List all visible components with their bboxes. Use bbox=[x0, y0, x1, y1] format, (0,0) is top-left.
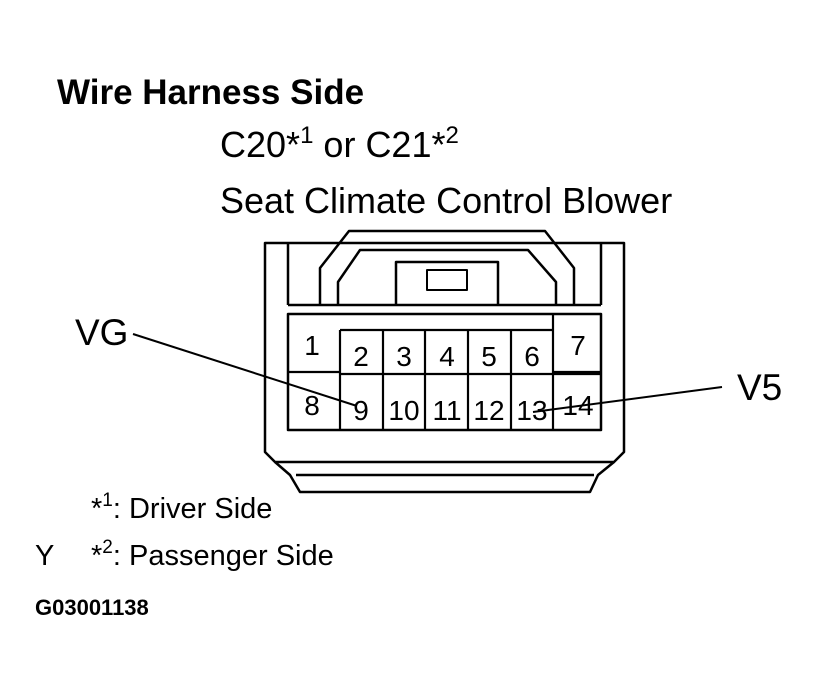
pin-cavity-frame bbox=[286, 312, 603, 432]
footnote-passenger-mark: * bbox=[91, 540, 103, 572]
pin-top-7: 7 bbox=[570, 330, 586, 361]
connector-name: Seat Climate Control Blower bbox=[220, 180, 673, 221]
callout-v5-leader bbox=[532, 386, 723, 413]
connector-id-b: C21 bbox=[365, 124, 432, 165]
pin-bottom-10: 10 bbox=[388, 395, 419, 426]
figure-code: G03001138 bbox=[35, 595, 149, 620]
footnote-driver-text: : Driver Side bbox=[112, 493, 273, 525]
connector-id-b-ref: 2 bbox=[445, 122, 459, 149]
connector-id-b-mark: * bbox=[431, 124, 446, 165]
pin-top-1: 1 bbox=[304, 330, 320, 361]
callout-v5-label: V5 bbox=[737, 367, 782, 408]
latch-inner bbox=[336, 248, 558, 305]
diagram-heading: Wire Harness Side bbox=[57, 73, 365, 112]
side-letter: Y bbox=[35, 540, 55, 572]
callout-vg-label: VG bbox=[75, 312, 128, 353]
callout-vg-leader bbox=[132, 333, 358, 407]
pin-bottom-12: 12 bbox=[473, 395, 504, 426]
connector-id-joiner: or bbox=[313, 124, 366, 165]
connector-id-a: C20 bbox=[220, 124, 287, 165]
connector-id-line: C20*1 or C21*2 bbox=[220, 124, 459, 165]
footnote-driver-ref: 1 bbox=[102, 490, 113, 511]
connector-id-a-mark: * bbox=[286, 124, 301, 165]
pin-top-6: 6 bbox=[524, 341, 540, 372]
pin-top-4: 4 bbox=[439, 341, 455, 372]
connector-bottom-ledge bbox=[274, 461, 615, 494]
pin-top-2: 2 bbox=[353, 341, 369, 372]
footnote-driver-mark: * bbox=[91, 493, 103, 525]
cavity-dividers bbox=[288, 314, 601, 430]
latch-slot bbox=[394, 260, 500, 305]
housing-inner-edge bbox=[286, 243, 603, 305]
pin-bottom-11: 11 bbox=[432, 395, 461, 426]
pin-bottom-8: 8 bbox=[304, 390, 320, 421]
pin-bottom-9: 9 bbox=[353, 395, 369, 426]
connector-id-a-ref: 1 bbox=[300, 122, 314, 149]
pin-top-3: 3 bbox=[396, 341, 412, 372]
footnote-passenger-text: : Passenger Side bbox=[112, 540, 334, 572]
footnote-driver: *1: Driver Side bbox=[91, 491, 273, 525]
pin-top-5: 5 bbox=[481, 341, 497, 372]
latch-tab bbox=[426, 269, 468, 291]
footnote-passenger-ref: 2 bbox=[102, 537, 113, 558]
connector-latch bbox=[318, 229, 576, 305]
footnote-passenger: *2: Passenger Side bbox=[91, 538, 334, 572]
